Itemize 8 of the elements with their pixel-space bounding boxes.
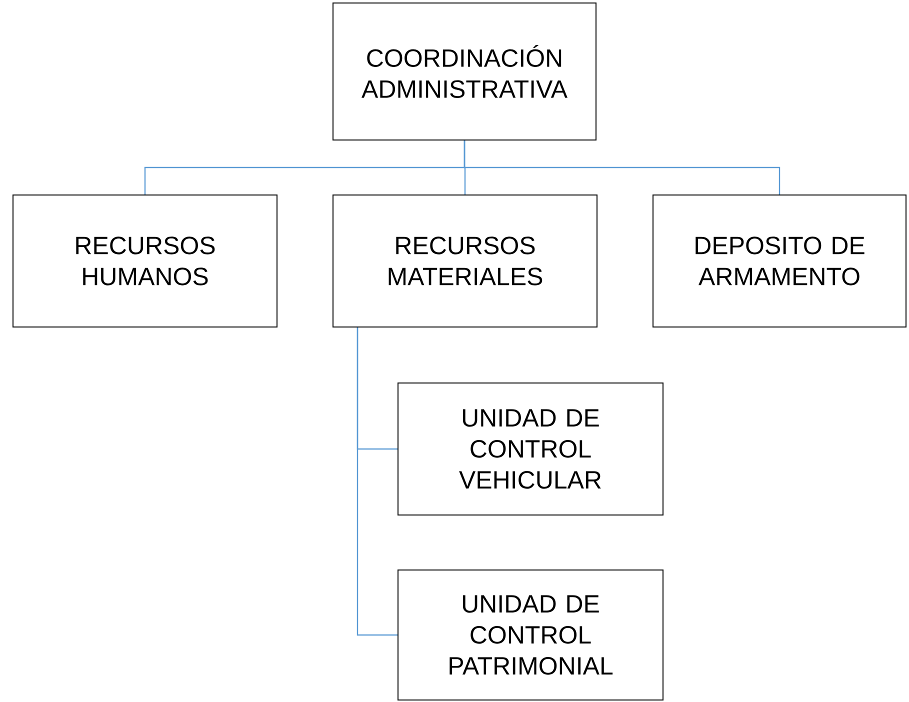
org-box: COORDINACIÓN ADMINISTRATIVA	[332, 2, 596, 140]
org-box: DEPOSITO DE ARMAMENTO	[652, 194, 906, 328]
org-box: RECURSOS MATERIALES	[332, 194, 598, 328]
connector-line	[356, 328, 398, 636]
org-box: RECURSOS HUMANOS	[12, 194, 278, 328]
org-box: UNIDAD DE CONTROL PATRIMONIAL	[398, 570, 664, 700]
connector-line	[464, 140, 780, 194]
org-box: UNIDAD DE CONTROL VEHICULAR	[398, 382, 664, 516]
